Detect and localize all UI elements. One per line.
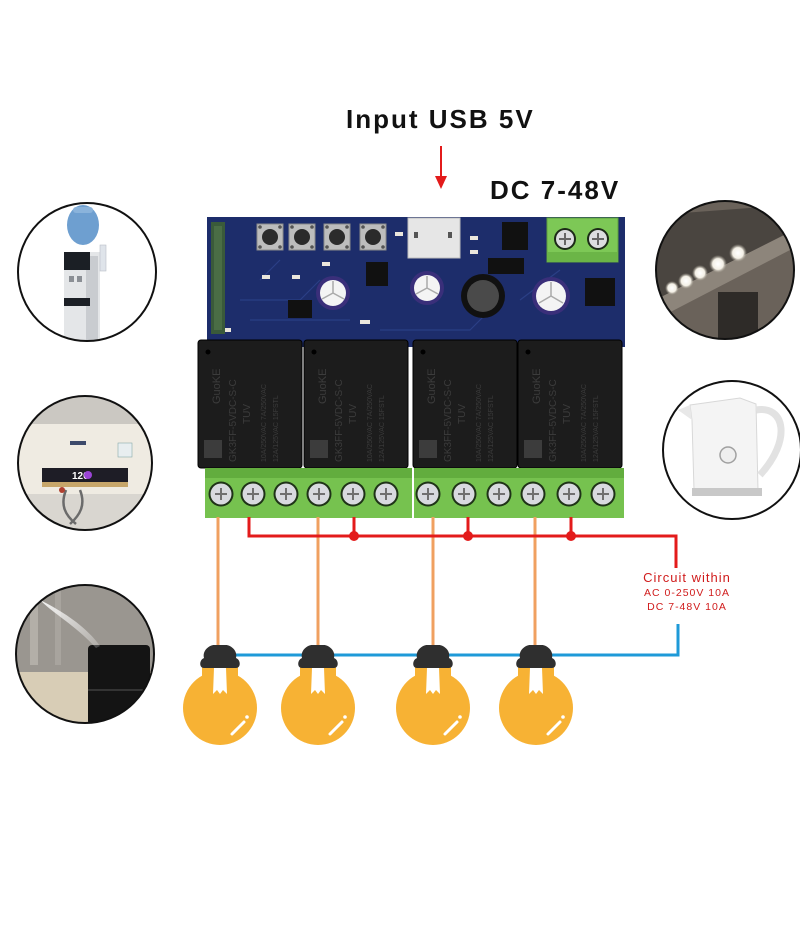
water-dispenser-icon [17, 202, 157, 342]
junction-dot [463, 531, 473, 541]
humidifier-icon [15, 584, 155, 724]
ic-chip [366, 262, 388, 286]
relay-logo-icon [310, 440, 328, 458]
terminal-screw-4[interactable] [306, 481, 332, 507]
ic-chip [488, 258, 524, 274]
relay-rating2: 12A/125VAC 15FSTL [379, 395, 386, 462]
junction-dot [566, 531, 576, 541]
terminal-screw-11[interactable] [556, 481, 582, 507]
terminal-screw-7[interactable] [415, 481, 441, 507]
terminal-screw-6[interactable] [373, 481, 399, 507]
bulb-socket [298, 645, 338, 668]
push-button-s2[interactable] [288, 223, 316, 251]
terminal-screw-10[interactable] [520, 481, 546, 507]
relay-rating2: 12A/125VAC 15FSTL [273, 395, 280, 462]
relay-cert: TUV [242, 404, 253, 424]
relay-rating1: 10A/250VAC 7A/250VAC [476, 384, 483, 462]
terminal-screw-8[interactable] [451, 481, 477, 507]
relay-rating2: 12A/125VAC 15FSTL [488, 395, 495, 462]
terminal-screw-9[interactable] [486, 481, 512, 507]
relay-rating1: 10A/250VAC 7A/250VAC [581, 384, 588, 462]
relay-brand: GuoKE [317, 369, 329, 404]
heater-display: 120 [72, 471, 89, 482]
junction-dot [349, 531, 359, 541]
input-usb-label: Input USB 5V [346, 104, 535, 134]
relay-module [207, 217, 625, 347]
relay-cert: TUV [562, 404, 573, 424]
circuit-dc-rating: DC 7-48V 10A [647, 601, 727, 613]
terminal-screw-3[interactable] [273, 481, 299, 507]
electric-kettle-icon [662, 380, 800, 520]
circuit-ac-rating: AC 0-250V 10A [644, 587, 730, 599]
terminal-screw-1[interactable] [208, 481, 234, 507]
bulb-4-icon [499, 645, 573, 745]
relay-model: GK3FF-5VDC-S-C [228, 379, 239, 462]
relay-cert: TUV [457, 404, 468, 424]
bulb-2-icon [281, 645, 355, 745]
relay-model: GK3FF-5VDC-S-C [548, 379, 559, 462]
push-button-s1[interactable] [256, 223, 284, 251]
bulb-socket [413, 645, 453, 668]
circuit-title: Circuit within [643, 570, 731, 585]
relay-logo-icon [524, 440, 542, 458]
push-button-s4[interactable] [359, 223, 387, 251]
relay-model: GK3FF-5VDC-S-C [443, 379, 454, 462]
water-heater-icon: 120 [17, 395, 153, 531]
relay-rating1: 10A/250VAC 7A/250VAC [367, 384, 374, 462]
ic-chip [585, 278, 615, 306]
push-button-s3[interactable] [323, 223, 351, 251]
ic-chip [288, 300, 312, 318]
bulb-socket [200, 645, 240, 668]
ic-chip [502, 222, 528, 250]
terminal-screw-12[interactable] [590, 481, 616, 507]
dc-input-label: DC 7-48V [490, 175, 621, 205]
neutral-wire [220, 624, 680, 657]
capacitor [316, 276, 350, 310]
bulb-socket [516, 645, 556, 668]
output-terminal-block-right [414, 468, 624, 518]
relay-brand: GuoKE [211, 369, 223, 404]
relay-cert: TUV [348, 404, 359, 424]
capacitor [410, 271, 444, 305]
terminal-screw-5[interactable] [340, 481, 366, 507]
arrow-down-icon [435, 146, 447, 189]
terminal-screw-2[interactable] [240, 481, 266, 507]
dc-input-terminal[interactable] [546, 217, 619, 263]
ceiling-lights-icon [655, 200, 795, 340]
relay-logo-icon [204, 440, 222, 458]
bulb-1-icon [183, 645, 257, 745]
relay-brand: GuoKE [426, 369, 438, 404]
relay-model: GK3FF-5VDC-S-C [334, 379, 345, 462]
circuit-rating-note: Circuit within AC 0-250V 10A DC 7-48V 10… [622, 570, 752, 613]
relay-brand: GuoKE [531, 369, 543, 404]
capacitor [532, 277, 570, 315]
bulb-3-icon [396, 645, 470, 745]
relay-logo-icon [419, 440, 437, 458]
live-wire [247, 517, 678, 568]
relay-rating1: 10A/250VAC 7A/250VAC [261, 384, 268, 462]
relay-rating2: 12A/125VAC 15FSTL [593, 395, 600, 462]
